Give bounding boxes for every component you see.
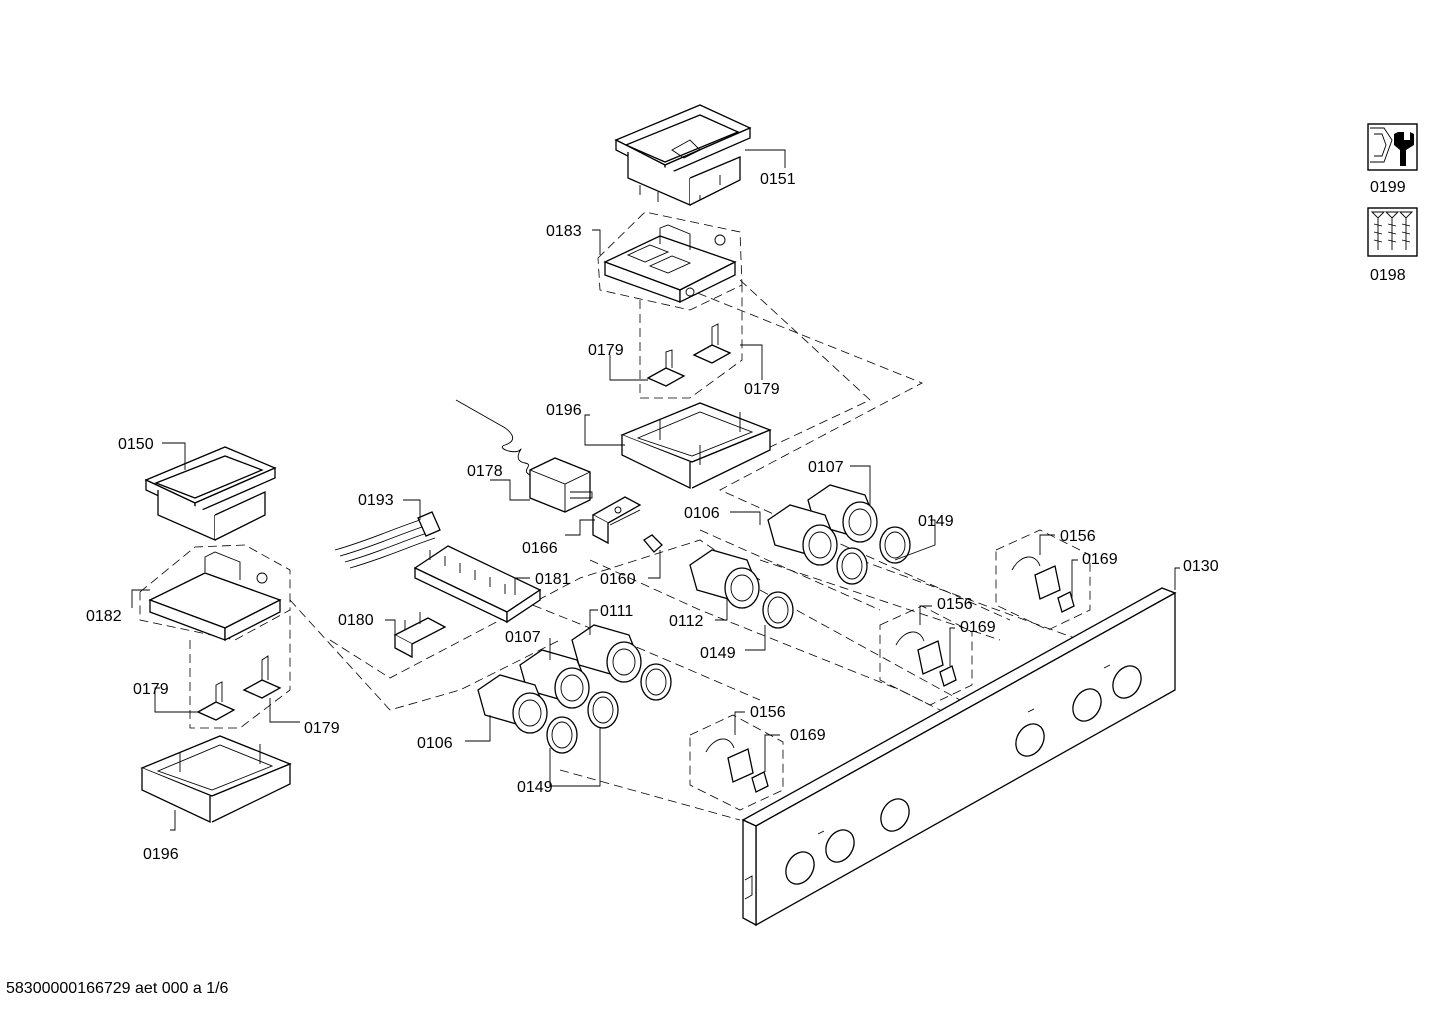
part-0182-control-module xyxy=(139,544,291,729)
label-0196: 0196 xyxy=(546,402,582,419)
part-0156-led-board-middle xyxy=(879,605,973,706)
part-labels: 0151 0183 0179 0179 0196 0150 0178 0193 … xyxy=(86,171,1219,863)
label-0179: 0179 xyxy=(588,342,624,359)
part-0180-clip xyxy=(393,612,447,659)
part-0111-selector xyxy=(571,624,672,701)
part-0106-lower-selector xyxy=(477,674,578,754)
label-0111: 0111 xyxy=(600,603,633,620)
label-0160: 0160 xyxy=(600,571,636,588)
label-0196: 0196 xyxy=(143,846,179,863)
label-0107: 0107 xyxy=(808,459,844,476)
part-0166-bracket xyxy=(591,496,642,545)
label-0149: 0149 xyxy=(918,513,954,530)
label-0106: 0106 xyxy=(684,505,720,522)
label-0112: 0112 xyxy=(669,613,704,630)
part-0178-thermostat xyxy=(455,399,593,513)
label-0149: 0149 xyxy=(700,645,736,662)
part-0107-lower-selector xyxy=(519,649,619,729)
part-0150-housing-box xyxy=(144,446,277,541)
part-0181-terminal-block xyxy=(413,545,542,624)
label-0182: 0182 xyxy=(86,608,122,625)
label-0179: 0179 xyxy=(133,681,169,698)
part-0196-lower-bracket xyxy=(140,735,292,824)
label-0156: 0156 xyxy=(1060,528,1096,545)
label-0107: 0107 xyxy=(505,629,541,646)
label-0149: 0149 xyxy=(517,779,553,796)
label-0156: 0156 xyxy=(937,596,973,613)
part-0193-wiring-harness xyxy=(334,511,441,569)
part-0160-shaft xyxy=(643,534,663,553)
screws-icon: 0198 xyxy=(1367,207,1418,284)
label-0178: 0178 xyxy=(467,463,503,480)
part-0112-selector xyxy=(689,549,794,629)
part-0156-led-board-lower xyxy=(689,714,784,811)
part-0183-control-module xyxy=(597,211,743,399)
label-0130: 0130 xyxy=(1183,558,1219,575)
label-0166: 0166 xyxy=(522,540,558,557)
label-0199: 0199 xyxy=(1370,179,1406,196)
part-0130-control-panel xyxy=(741,587,1177,927)
part-0156-led-board-right xyxy=(995,529,1091,631)
label-0169: 0169 xyxy=(790,727,826,744)
label-0179: 0179 xyxy=(744,381,780,398)
document-id-footer: 58300000166729 aet 000 a 1/6 xyxy=(6,980,229,997)
part-0149-rings-upper xyxy=(836,526,911,585)
label-0193: 0193 xyxy=(358,492,394,509)
label-0106: 0106 xyxy=(417,735,453,752)
label-0183: 0183 xyxy=(546,223,582,240)
label-0179: 0179 xyxy=(304,720,340,737)
label-0169: 0169 xyxy=(1082,551,1118,568)
label-0180: 0180 xyxy=(338,612,374,629)
label-0181: 0181 xyxy=(535,571,571,588)
part-0106-upper-selector xyxy=(767,504,838,566)
label-0156: 0156 xyxy=(750,704,786,721)
part-0151-housing-box xyxy=(614,104,752,206)
label-0150: 0150 xyxy=(118,436,154,453)
label-0169: 0169 xyxy=(960,619,996,636)
label-0198: 0198 xyxy=(1370,267,1406,284)
leader-lines xyxy=(131,149,1180,831)
label-0151: 0151 xyxy=(760,171,796,188)
wrench-hexagon-icon: 0199 xyxy=(1367,123,1418,196)
